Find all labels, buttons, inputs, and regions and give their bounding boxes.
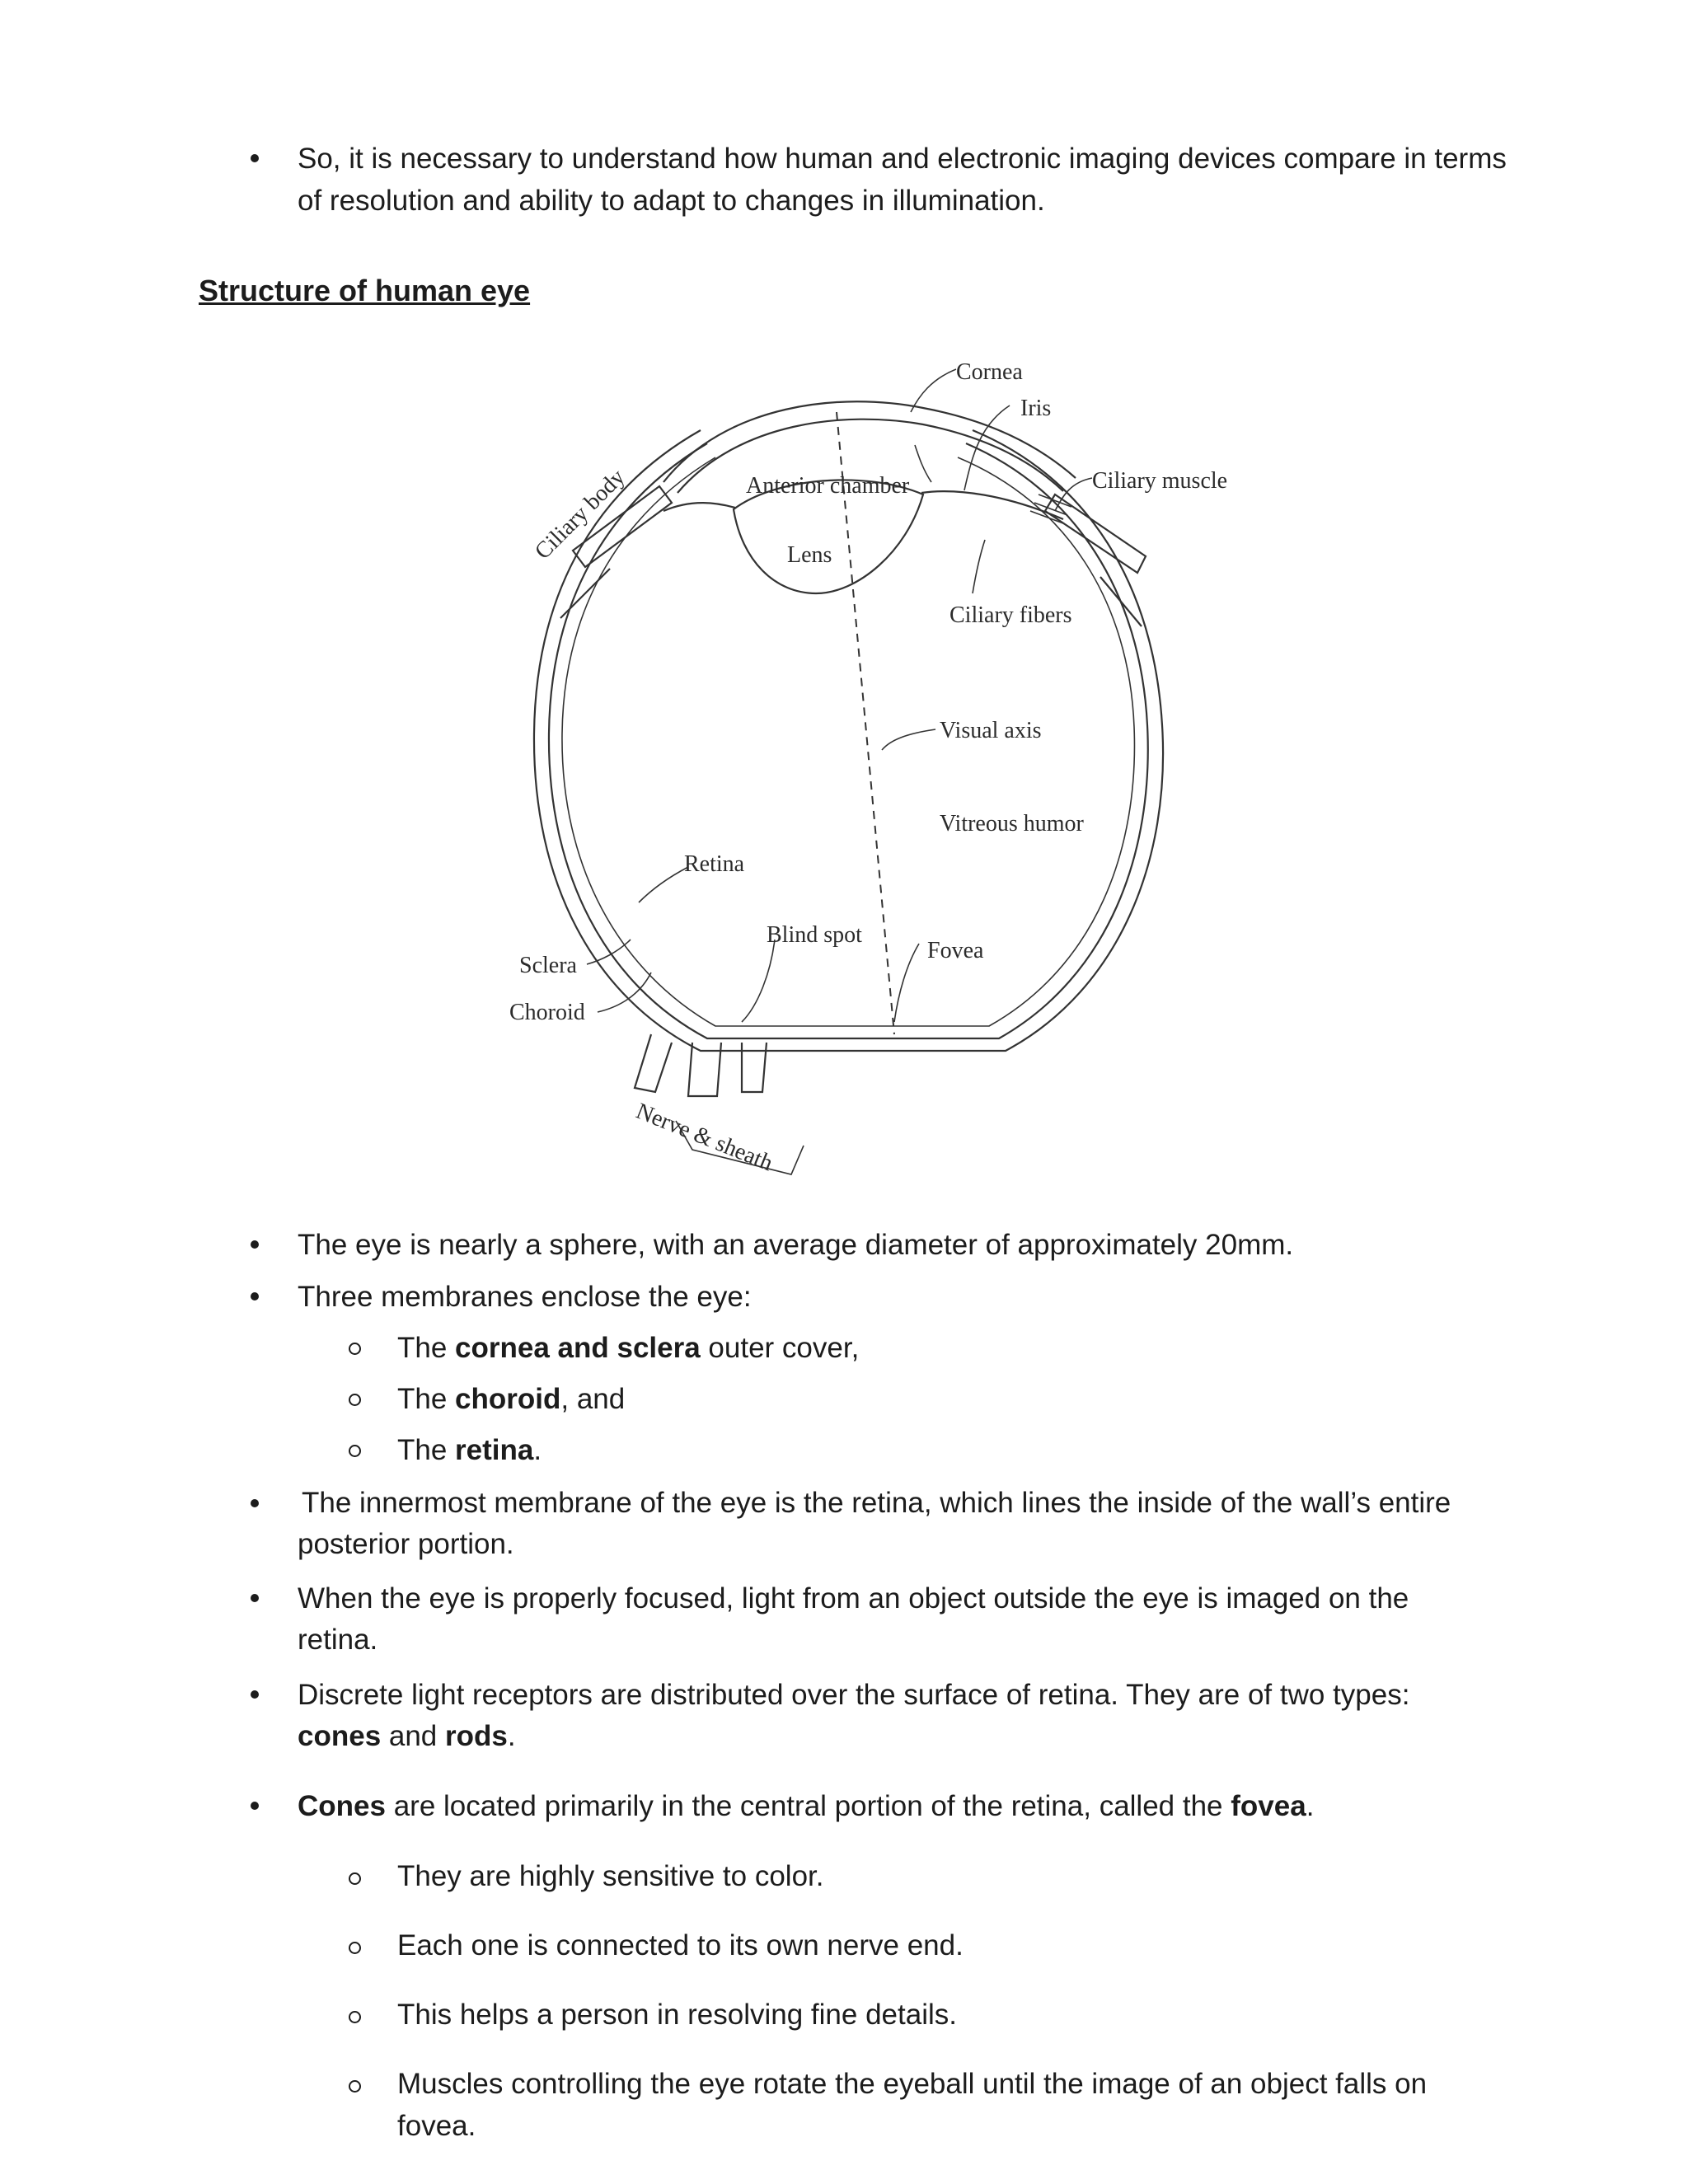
visual-axis-leader [882,729,935,750]
bullet-dot [251,154,259,162]
label-nerve-sheath: Nerve & sheath [632,1099,776,1177]
cones-sub-muscles-line-1: Muscles controlling the eye rotate the e… [397,2063,1427,2105]
iris-left [663,503,735,511]
label-anterior-chamber: Anterior chamber [746,473,910,499]
label-iris: Iris [1020,396,1051,421]
label-cornea: Cornea [956,359,1023,385]
sub-retina: The retina. [397,1429,542,1471]
ciliary-body-right [1045,494,1146,573]
fovea-leader [894,944,919,1022]
sclera-flap-left [560,569,610,618]
intro-line-2: of resolution and ability to adapt to ch… [298,180,1045,222]
bullet-focused-line-2: retina. [298,1619,377,1661]
cornea-leader [911,369,956,412]
label-vitreous-humor: Vitreous humor [940,811,1085,837]
ciliary-muscle-leader [1055,478,1092,511]
iris-leader [964,405,1010,490]
bullet-cones: Cones are located primarily in the centr… [298,1785,1314,1827]
cones-sub-color: They are highly sensitive to color. [397,1855,823,1897]
label-retina: Retina [684,851,745,877]
bullet-innermost-line-1: The innermost membrane of the eye is the… [302,1482,1451,1524]
bullet-dot [251,1802,259,1810]
label-lens: Lens [787,542,832,568]
sub-cornea-sclera: The cornea and sclera outer cover, [397,1327,859,1369]
label-visual-axis: Visual axis [940,718,1042,743]
sub-bullet-circle [349,1394,361,1406]
eye-diagram: Cornea Iris Ciliary muscle Anterior cham… [495,346,1253,1203]
bullet-dot [251,1690,259,1699]
label-fovea: Fovea [927,938,984,963]
cones-sub-details: This helps a person in resolving fine de… [397,1994,957,2036]
sub-bullet-circle [349,1445,361,1457]
bullet-membranes: Three membranes enclose the eye: [298,1276,752,1318]
retina-leader [639,867,688,902]
anterior-chamber-leader [915,445,931,482]
label-choroid: Choroid [509,1000,585,1025]
label-sclera: Sclera [519,953,578,978]
bullet-dot [251,1499,259,1507]
label-blind-spot: Blind spot [767,922,862,948]
bullet-receptors-line-1: Discrete light receptors are distributed… [298,1674,1409,1716]
sub-bullet-circle [349,1872,361,1885]
cones-sub-muscles-line-2: fovea. [397,2105,476,2147]
cones-sub-nerve: Each one is connected to its own nerve e… [397,1924,964,1966]
sub-bullet-circle [349,1942,361,1954]
section-heading: Structure of human eye [199,270,530,312]
bullet-receptors-line-2: cones and rods. [298,1715,516,1757]
bullet-sphere: The eye is nearly a sphere, with an aver… [298,1224,1293,1266]
label-ciliary-muscle: Ciliary muscle [1092,468,1227,494]
label-ciliary-fibers: Ciliary fibers [950,602,1072,628]
ciliary-fibers-leader [973,540,985,593]
bullet-focused-line-1: When the eye is properly focused, light … [298,1577,1409,1619]
bullet-dot [251,1594,259,1602]
bullet-dot [251,1292,259,1301]
optic-nerve [635,1034,767,1096]
bullet-dot [251,1240,259,1249]
sub-bullet-circle [349,1343,361,1355]
sub-bullet-circle [349,2080,361,2093]
intro-line-1: So, it is necessary to understand how hu… [298,138,1507,180]
sub-bullet-circle [349,2011,361,2023]
blind-spot-leader [742,940,775,1022]
sub-choroid: The choroid, and [397,1378,625,1420]
bullet-innermost-line-2: posterior portion. [298,1523,514,1565]
